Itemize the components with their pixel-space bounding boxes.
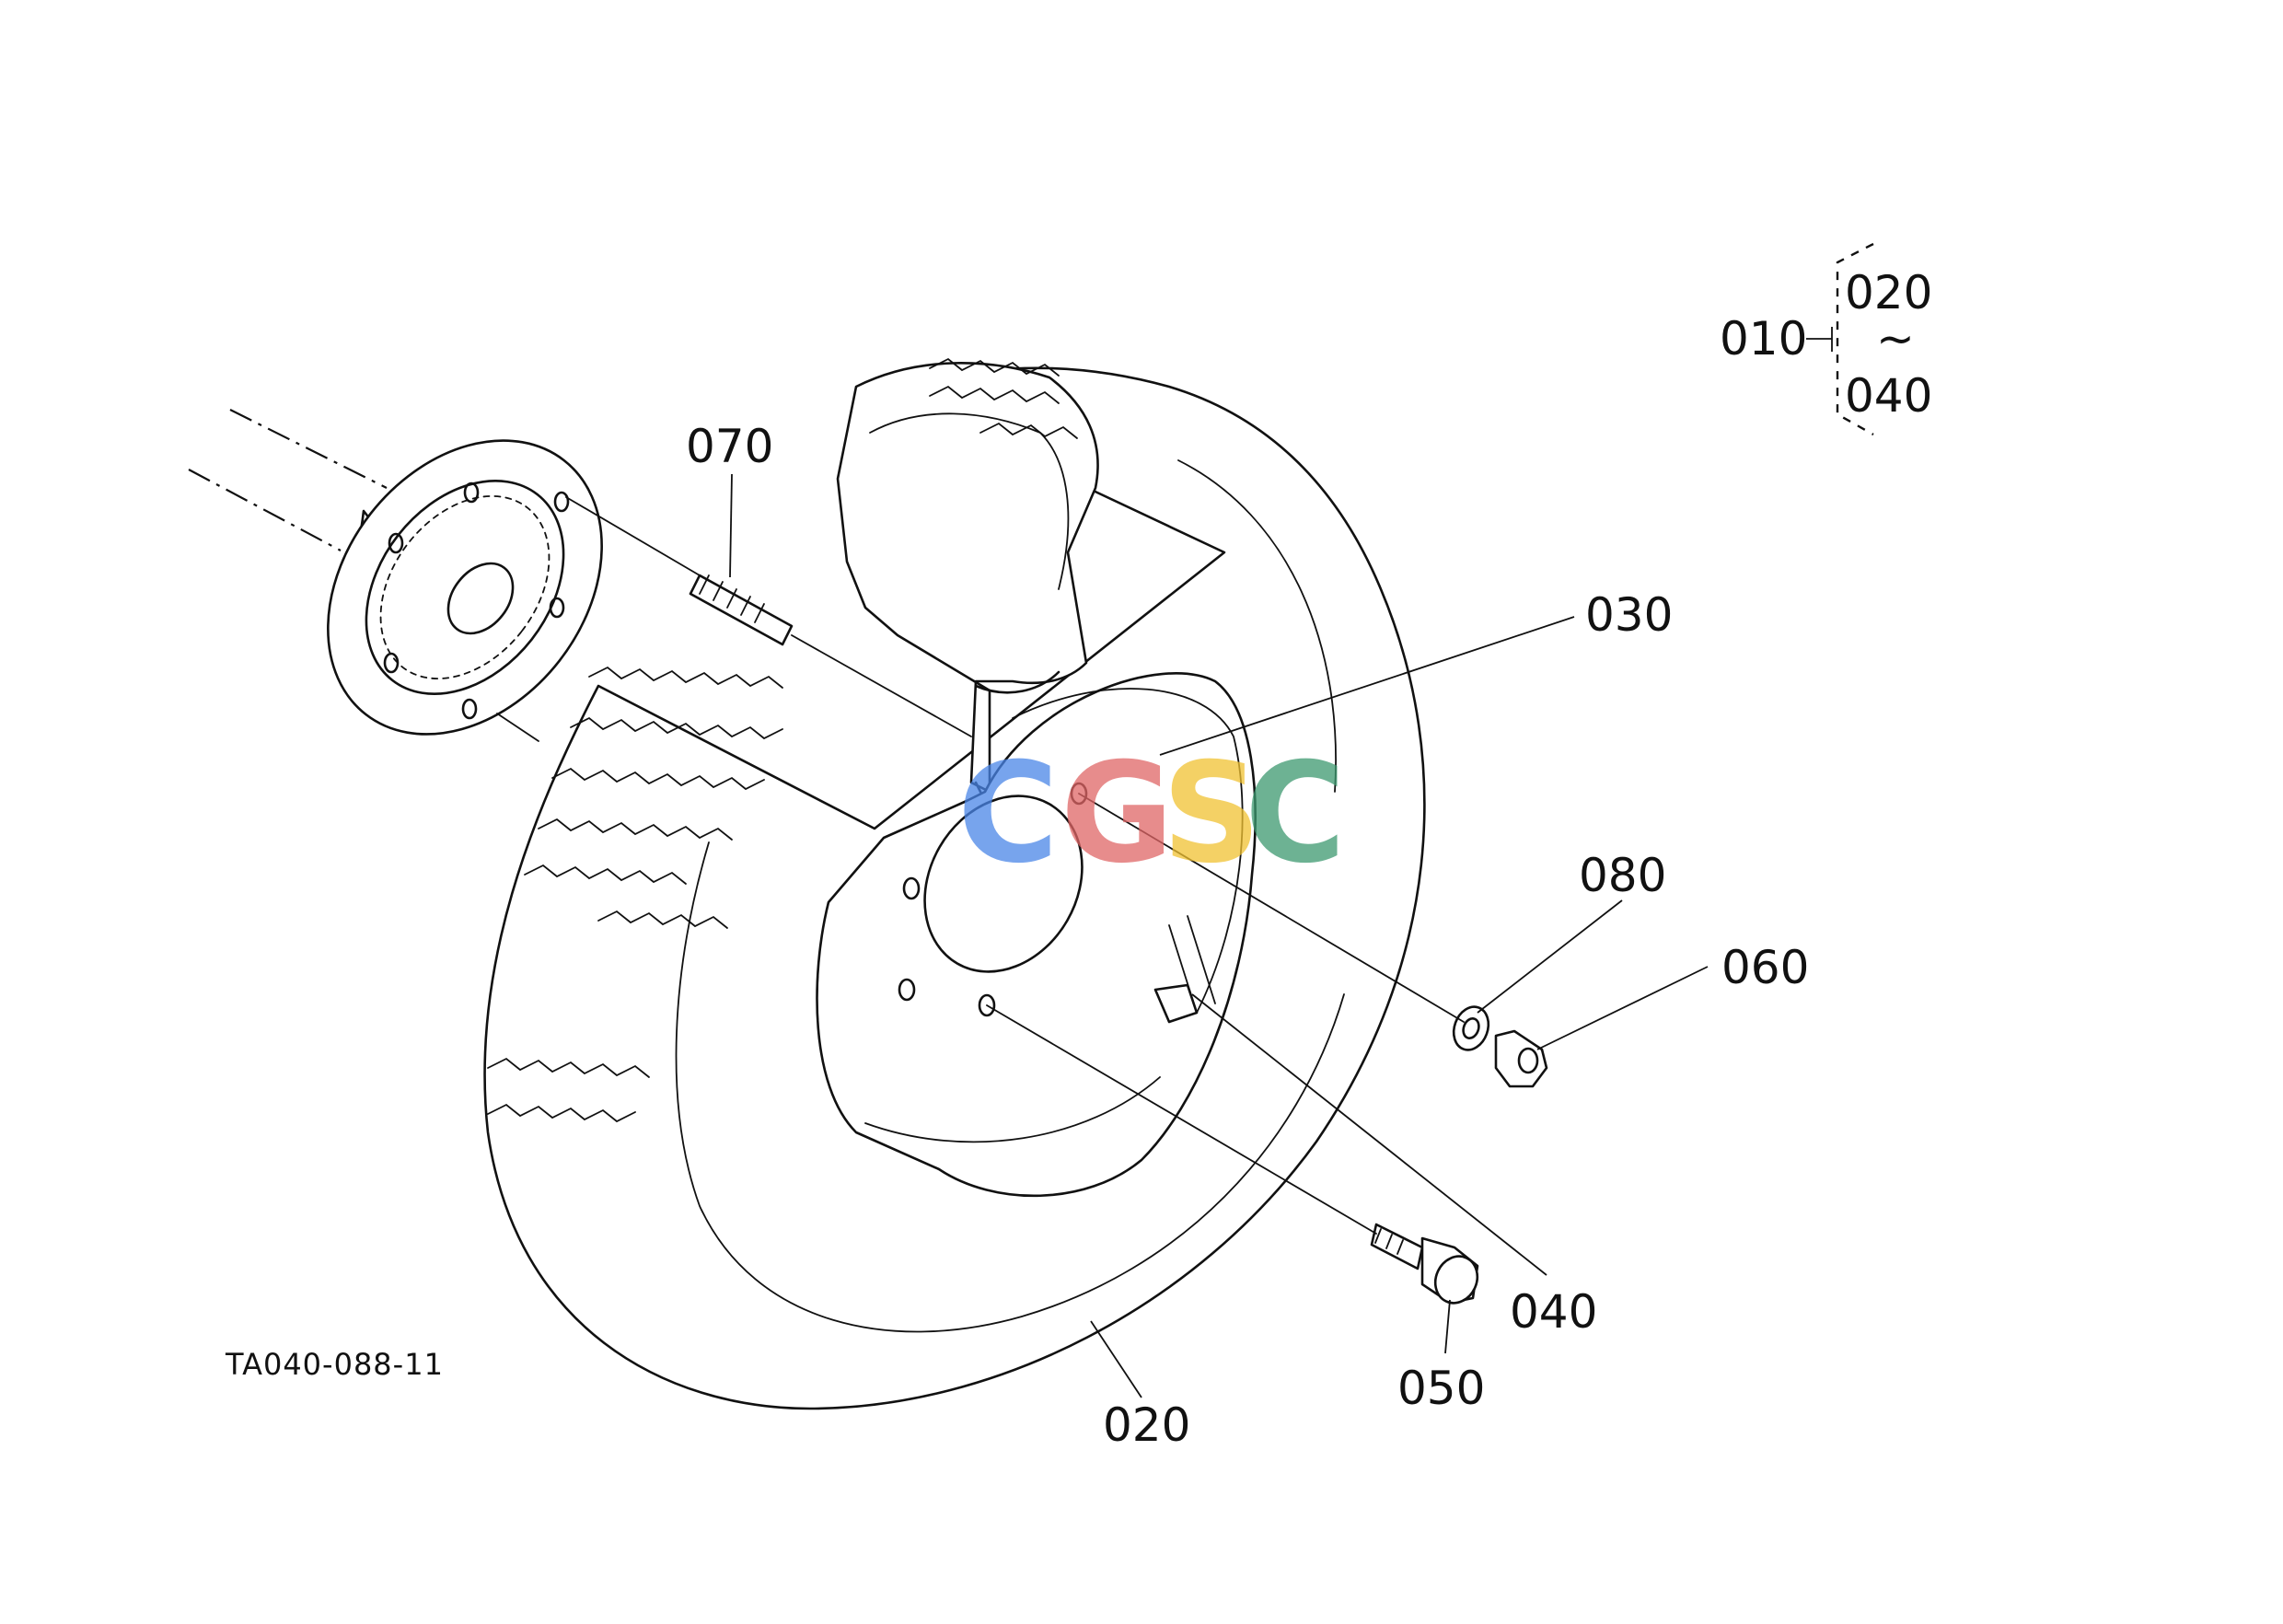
spring-washer-080 [1452,1005,1490,1051]
wheel-bolt-050 [1370,1223,1479,1305]
hub-flange [327,439,603,736]
callout-080: 080 [1579,849,1666,902]
assembly-lines [496,496,1465,1235]
callout-040-range: 040 [1845,369,1932,423]
tread-pattern [487,666,783,1123]
assembly-bracket [1806,242,1874,436]
callout-020: 020 [1103,1398,1190,1452]
leader-lines [729,473,1709,1398]
stud-bolt-070 [689,574,794,646]
drawing-code: TA040-088-11 [225,1347,444,1382]
watermark: C G S C [957,734,1346,894]
callout-060: 060 [1721,941,1809,994]
callout-010: 010 [1720,312,1807,365]
watermark-letter-s: S [1162,734,1261,894]
watermark-letter-c1: C [957,734,1059,894]
callouts: 010 020 ~ 040 070 030 080 060 040 050 02… [225,266,1932,1452]
nut-060 [1494,1029,1548,1088]
callout-020-range: 020 [1845,266,1932,319]
watermark-letter-g: G [1060,734,1174,894]
callout-040: 040 [1510,1285,1597,1339]
tube-030 [836,357,1099,803]
tread-pattern-top [929,357,1078,439]
watermark-letter-c2: C [1245,734,1346,894]
callout-070: 070 [686,420,773,473]
axle-centerlines [188,409,388,551]
callout-range-separator: ~ [1876,312,1915,365]
callout-050: 050 [1397,1362,1485,1415]
callout-030: 030 [1585,588,1673,642]
rim-disc-040 [816,672,1257,1198]
